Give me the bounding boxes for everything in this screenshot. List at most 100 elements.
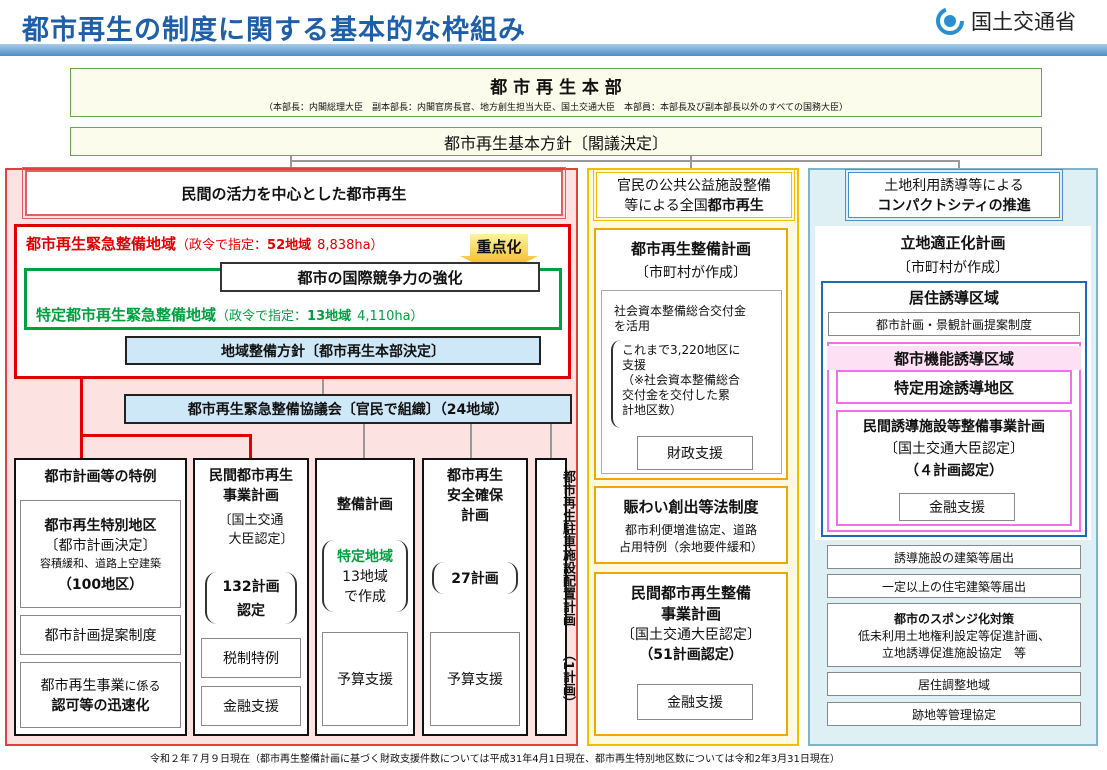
basic-policy: 都市再生基本方針〔閣議決定〕	[443, 133, 668, 153]
special-use: 特定用途誘導地区	[893, 378, 1014, 397]
c2-title: 民間都市再生 事業計画 〔国土交通 大臣認定〕	[193, 465, 309, 547]
specific-area-name: 特定都市再生緊急整備地域	[36, 306, 217, 324]
parking-plan-column	[535, 458, 567, 736]
special-district-title: 都市再生特別地区	[44, 517, 157, 534]
connector	[249, 434, 252, 458]
location-plan-sub: 〔市町村が作成〕	[897, 260, 1009, 276]
location-plan-title: 立地適正化計画	[900, 234, 1006, 252]
hq-title: 都 市 再 生 本 部	[490, 77, 622, 98]
sponge-l2: 立地誘導促進施設協定 等	[881, 645, 1026, 660]
support-l4: 交付金を交付した累	[622, 388, 731, 402]
right-finance-box: 金融支援	[899, 493, 1015, 521]
tax-exception: 税制特例	[223, 651, 279, 667]
mid-private-l3: 〔国土交通大臣認定〕	[621, 627, 761, 643]
planning-proposal-box: 都市計画提案制度	[20, 615, 181, 655]
approval-speedup-l1a: 都市再生事業	[40, 678, 125, 694]
regional-policy-box: 地域整備方針〔都市再生本部決定〕	[125, 336, 541, 365]
mid-private-count: （51計画認定）	[639, 647, 743, 663]
ministry-name: 国土交通省	[971, 10, 1076, 34]
notice-item-text: 一定以上の住宅建築等届出	[881, 579, 1026, 594]
mid-title-l2: 等による全国都市再生	[624, 195, 764, 215]
vitality-title: 賑わい創出等法制度	[623, 497, 759, 516]
intl-competitiveness-box: 都市の国際競争力の強化	[220, 262, 540, 292]
emergency-area-name: 都市再生緊急整備地域	[26, 235, 177, 253]
residence-note: 都市計画・景観計画提案制度	[875, 317, 1032, 332]
mid-title-l2a: 等による全国	[624, 198, 708, 214]
approval-speedup-l1b: に係る	[124, 679, 161, 693]
page-title: 都市再生の制度に関する基本的な枠組み	[22, 15, 526, 46]
fiscal-support: 財政支援	[667, 446, 723, 462]
residence-note-box: 都市計画・景観計画提案制度	[828, 312, 1080, 336]
support-text: これまで3,220地区に 支援 （※社会資本整備総合 交付金を交付した累 計地区…	[622, 343, 782, 418]
c3-title: 整備計画	[337, 497, 393, 513]
mid-private-l2: 事業計画	[660, 605, 721, 623]
connector	[470, 424, 472, 458]
vitality-l2: 占用特例（余地要件緩和）	[618, 539, 763, 554]
c2-title-l2: 事業計画	[223, 488, 279, 504]
parking-plan-title: 都市再生駐車施設配置計画	[560, 470, 575, 626]
c3-area-l3: で作成	[344, 589, 386, 605]
special-district-decision: 〔都市計画決定〕	[44, 537, 157, 554]
c4-title: 都市再生 安全確保 計画	[422, 465, 528, 525]
connector	[322, 379, 324, 394]
notice-item: 誘導施設の建築等届出	[827, 545, 1081, 569]
emergency-area-count: 52地域	[267, 238, 312, 253]
priority-label: 重点化	[476, 238, 522, 256]
notice-item-text: 跡地等管理協定	[911, 707, 996, 722]
right-private-count: （４計画認定）	[905, 463, 1003, 479]
c2-finance-box: 金融支援	[201, 686, 301, 726]
mid-private-plan-text: 民間都市再生整備 事業計画 〔国土交通大臣認定〕 （51計画認定）	[594, 582, 788, 664]
support-l3: （※社会資本整備総合	[622, 373, 741, 387]
approval-speedup-box: 都市再生事業に係る 認可等の迅速化	[20, 662, 181, 728]
specific-area-border-top	[24, 268, 220, 271]
grant-l1: 社会資本整備総合交付金	[614, 304, 747, 318]
right-title-l2: コンパクトシティの推進	[877, 198, 1031, 214]
ministry-logo-icon	[936, 7, 964, 35]
header-bar	[0, 44, 1107, 56]
c2-count-l2: 認定	[237, 603, 265, 619]
specific-area-count: 13地域	[307, 309, 352, 324]
c3-area-l2: 13地域	[342, 569, 388, 585]
c3-area-box: 特定地域 13地域 で作成	[322, 540, 408, 612]
sponge-measures-box: 都市のスポンジ化対策 低未利用土地権利設定等促進計画、 立地誘導促進施設協定 等	[827, 603, 1081, 667]
emergency-area-note: （政令で指定：	[176, 238, 268, 253]
planning-proposal: 都市計画提案制度	[44, 628, 157, 644]
connector	[80, 434, 83, 458]
basic-policy-box: 都市再生基本方針〔閣議決定〕	[70, 127, 1042, 156]
emergency-area-area: 8,838ha）	[317, 238, 384, 253]
connector	[290, 156, 292, 168]
fiscal-support-box: 財政支援	[637, 436, 753, 470]
function-zone: 都市機能誘導区域	[827, 346, 1081, 370]
vitality-box: 賑わい創出等法制度 都市利便増進協定、道路 占用特例（余地要件緩和）	[594, 486, 788, 564]
c2-finance: 金融支援	[223, 699, 279, 715]
connector	[958, 160, 960, 168]
mid-private-l1: 民間都市再生整備	[630, 584, 751, 602]
right-private-l1: 民間誘導施設等整備事業計画	[863, 419, 1045, 435]
support-l2: 支援	[622, 358, 647, 372]
support-l1: これまで3,220地区に	[622, 343, 741, 357]
support-l5: 計地区数）	[622, 403, 683, 417]
right-finance: 金融支援	[929, 500, 985, 516]
connector	[290, 160, 960, 162]
left-panel-title-box: 民間の活力を中心とした都市再生	[22, 167, 566, 219]
notice-item-text: 誘導施設の建築等届出	[893, 550, 1014, 565]
specific-area-border-top	[540, 268, 562, 271]
right-private-plan-text: 民間誘導施設等整備事業計画 〔国土交通大臣認定〕 （４計画認定）	[836, 416, 1072, 480]
parking-plan-count: （1計画）	[560, 648, 575, 710]
left-panel-title: 民間の活力を中心とした都市再生	[181, 184, 407, 203]
specific-area-note: （政令で指定：	[216, 309, 308, 324]
notice-item: 一定以上の住宅建築等届出	[827, 574, 1081, 598]
mid-finance: 金融支援	[667, 695, 723, 711]
connector	[550, 424, 552, 458]
approval-speedup-l1: 都市再生事業に係る	[40, 675, 160, 695]
redevelopment-plan-sub: 〔市町村が作成〕	[635, 265, 747, 281]
c4-title-l1: 都市再生	[447, 468, 503, 484]
c2-title-l3: 〔国土交通	[218, 513, 284, 528]
c4-budget-box: 予算支援	[430, 632, 520, 726]
c2-count-box: 132計画 認定	[205, 572, 297, 624]
notice-item: 跡地等管理協定	[827, 702, 1081, 726]
footer-note: 令和２年７月９日現在（都市再生整備計画に基づく財政支援件数については平成31年4…	[150, 754, 840, 765]
c3-budget-box: 予算支援	[322, 632, 408, 726]
ministry-logo: 国土交通省	[935, 4, 1076, 38]
